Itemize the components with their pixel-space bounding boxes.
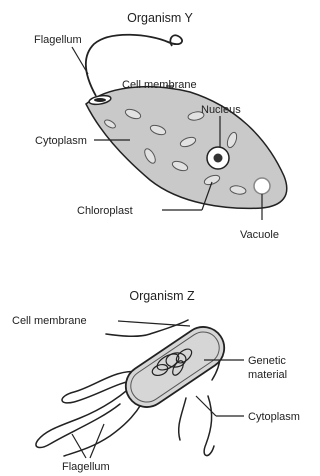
organism-y-nucleus: [207, 147, 229, 169]
label-vacuole: Vacuole: [240, 229, 279, 241]
label-nucleus: Nucleus: [201, 104, 241, 116]
label-cytoplasm-z: Cytoplasm: [248, 411, 300, 423]
label-genetic-material-line1: Genetic: [248, 355, 286, 367]
organism-y: Organism Y: [34, 11, 287, 241]
organism-y-title: Organism Y: [127, 11, 193, 25]
label-cell-membrane-y: Cell membrane: [122, 79, 197, 91]
flagellum-z: [179, 398, 186, 440]
label-flagellum-y: Flagellum: [34, 34, 82, 46]
label-chloroplast: Chloroplast: [77, 205, 133, 217]
organism-z: Organism Z: [12, 289, 300, 473]
leader-cytoplasm-z: [196, 396, 216, 416]
label-flagellum-z: Flagellum: [62, 461, 110, 473]
label-genetic-material-line2: material: [248, 369, 287, 381]
organism-z-title: Organism Z: [129, 289, 195, 303]
label-cell-membrane-z: Cell membrane: [12, 315, 87, 327]
leader-flagellum-z-a: [72, 434, 86, 458]
label-cytoplasm-y: Cytoplasm: [35, 135, 87, 147]
organism-y-vacuole: [254, 178, 270, 194]
